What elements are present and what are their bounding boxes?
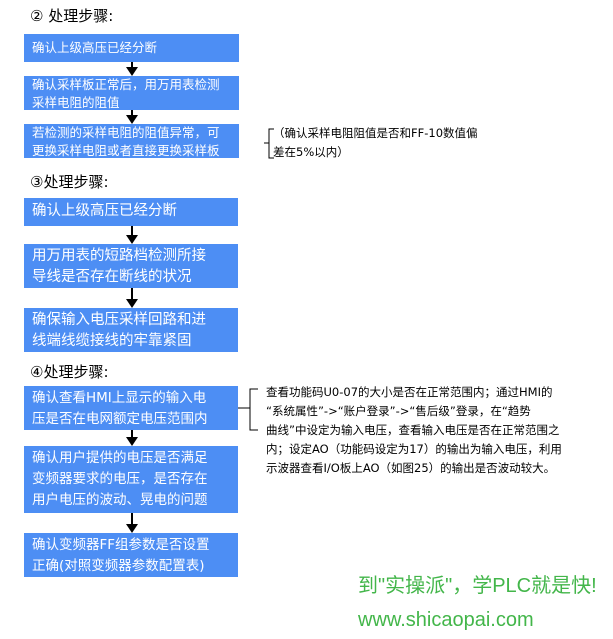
bracket: [238, 388, 258, 431]
step2-box-3: 若检测的采样电阻的阻值异常，可 更换采样电阻或者直接更换采样板: [24, 124, 239, 158]
step4-box-3: 确认变频器FF组参数是否设置 正确(对照变频器参数配置表): [24, 533, 238, 577]
arrow: [126, 430, 138, 446]
step3-heading: ③处理步骤:: [30, 173, 109, 191]
arrow: [126, 288, 138, 308]
step2-box-2: 确认采样板正常后，用万用表检测 采样电阻的阻值: [24, 76, 239, 110]
step4-heading: ④处理步骤:: [30, 363, 109, 381]
footer-url: www.shicaopai.com: [358, 609, 534, 631]
step2-heading: ② 处理步骤:: [30, 7, 114, 25]
arrow: [126, 110, 138, 124]
step4-box-2: 确认用户提供的电压是否满足 变频器要求的电压，是否存在 用户电压的波动、晃电的问…: [24, 446, 238, 513]
step3-box-1: 确认上级高压已经分断: [24, 198, 238, 226]
arrow: [126, 62, 138, 76]
step3-box-2: 用万用表的短路档检测所接 导线是否存在断线的状况: [24, 244, 238, 288]
arrow: [126, 513, 138, 533]
step4-note: 查看功能码U0-07的大小是否在正常范围内；通过HMI的 “系统属性”->“账户…: [266, 385, 562, 475]
step3-box-3: 确保输入电压采样回路和进 线端线缆接线的牢靠紧固: [24, 308, 238, 352]
step4-box-1: 确认查看HMI上显示的输入电 压是否在电网额定电压范围内: [24, 386, 238, 430]
bracket: [264, 128, 274, 159]
step2-note: （确认采样电阻阻值是否和FF-10数值偏 差在5%以内）: [273, 126, 478, 159]
step2-box-1: 确认上级高压已经分断: [24, 34, 239, 62]
arrow: [126, 226, 138, 244]
footer-slogan: 到"实操派"，学PLC就是快!: [358, 575, 597, 597]
